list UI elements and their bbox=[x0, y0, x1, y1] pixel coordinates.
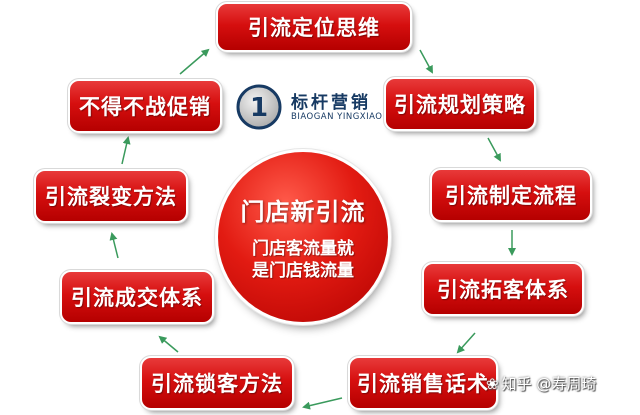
brand-logo: 1 标杆营销 BIAOGAN YINGXIAO bbox=[236, 84, 386, 130]
step-3-box: 引流制定流程 bbox=[432, 170, 590, 220]
arrow-2-3 bbox=[487, 137, 501, 162]
watermark: ❀知乎 @寿周琦 bbox=[486, 373, 596, 394]
step-4-label: 引流拓客体系 bbox=[437, 278, 569, 302]
logo-pinyin: BIAOGAN YINGXIAO bbox=[291, 112, 383, 122]
step-1-label: 引流定位思维 bbox=[248, 16, 380, 40]
step-9-box: 不得不战促销 bbox=[70, 81, 220, 131]
step-6-box: 引流锁客方法 bbox=[142, 358, 292, 408]
step-7-box: 引流成交体系 bbox=[62, 272, 212, 322]
arrow-5-6 bbox=[302, 397, 343, 410]
center-subtitle-line1: 门店客流量就 bbox=[252, 239, 354, 259]
step-7-label: 引流成交体系 bbox=[71, 286, 203, 310]
step-6-label: 引流锁客方法 bbox=[151, 372, 283, 396]
step-8-label: 引流裂变方法 bbox=[45, 185, 177, 209]
center-title: 门店新引流 bbox=[240, 198, 366, 226]
step-3-label: 引流制定流程 bbox=[445, 184, 577, 208]
logo-name: 标杆营销 bbox=[291, 93, 371, 113]
center-circle: 门店新引流 门店客流量就 是门店钱流量 bbox=[218, 152, 388, 322]
arrow-8-9 bbox=[121, 136, 131, 165]
arrow-6-7 bbox=[158, 335, 179, 353]
logo-number: 1 bbox=[250, 93, 268, 123]
step-2-box: 引流规划策略 bbox=[386, 79, 534, 129]
arrow-7-8 bbox=[109, 232, 119, 259]
step-8-box: 引流裂变方法 bbox=[36, 171, 186, 221]
step-4-box: 引流拓客体系 bbox=[424, 264, 582, 314]
arrow-1-2 bbox=[419, 49, 433, 74]
logo-mark-icon: 1 bbox=[236, 84, 282, 130]
step-9-label: 不得不战促销 bbox=[79, 95, 211, 119]
step-5-label: 引流销售话术 bbox=[357, 372, 489, 396]
step-5-box: 引流销售话术 bbox=[350, 358, 496, 408]
watermark-text: 知乎 @寿周琦 bbox=[501, 375, 597, 393]
zhihu-icon: ❀ bbox=[486, 375, 499, 393]
arrow-9-1 bbox=[179, 48, 210, 75]
step-1-box: 引流定位思维 bbox=[218, 4, 410, 50]
center-subtitle-line2: 是门店钱流量 bbox=[252, 261, 354, 281]
arrow-4-5 bbox=[456, 332, 476, 354]
step-2-label: 引流规划策略 bbox=[394, 93, 526, 117]
